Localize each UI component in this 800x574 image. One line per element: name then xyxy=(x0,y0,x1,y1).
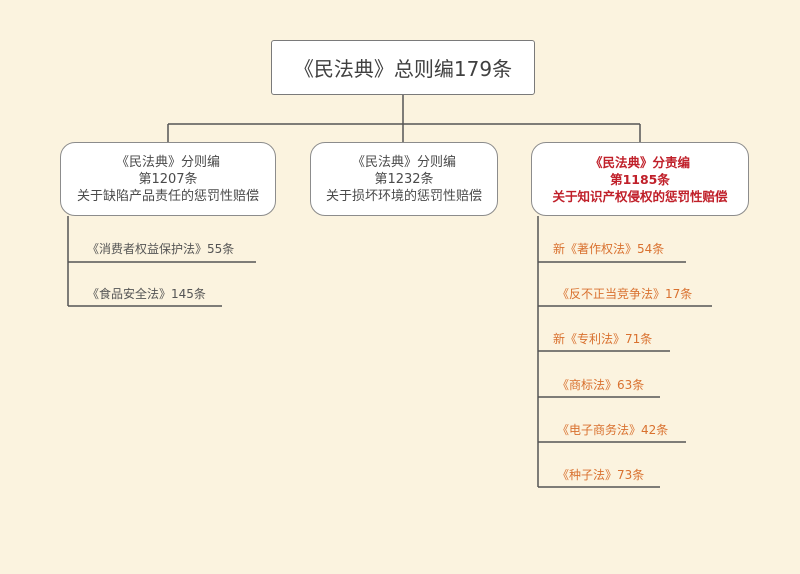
branch-node-product-liability: 《民法典》分则编 第1207条 关于缺陷产品责任的惩罚性赔偿 xyxy=(60,142,276,216)
leaf-e-commerce-law: 《电子商务法》42条 xyxy=(557,423,669,437)
branch-node-environment: 《民法典》分则编 第1232条 关于损坏环境的惩罚性赔偿 xyxy=(310,142,498,216)
leaf-seed-law: 《种子法》73条 xyxy=(557,468,645,482)
root-node-label: 《民法典》总则编179条 xyxy=(293,57,513,81)
branch-node-ip-infringement: 《民法典》分责编 第1185条 关于知识产权侵权的惩罚性赔偿 xyxy=(531,142,749,216)
leaf-food-safety-law: 《食品安全法》145条 xyxy=(87,287,206,301)
leaf-trademark-law: 《商标法》63条 xyxy=(557,378,645,392)
branch-line-1: 《民法典》分责编 xyxy=(589,154,690,170)
branch-line-1: 《民法典》分则编 xyxy=(115,154,220,170)
root-node: 《民法典》总则编179条 xyxy=(271,40,535,95)
leaf-anti-unfair-competition-law: 《反不正当竞争法》17条 xyxy=(557,287,693,301)
leaf-consumer-protection-law: 《消费者权益保护法》55条 xyxy=(87,242,235,256)
branch-line-1: 《民法典》分则编 xyxy=(351,154,456,170)
branch-line-2: 第1185条 xyxy=(610,171,670,187)
leaf-copyright-law: 新《著作权法》54条 xyxy=(553,242,665,256)
branch-line-2: 第1232条 xyxy=(374,171,434,187)
branch-line-3: 关于缺陷产品责任的惩罚性赔偿 xyxy=(76,188,259,204)
leaf-patent-law: 新《专利法》71条 xyxy=(553,332,653,346)
branch-line-3: 关于知识产权侵权的惩罚性赔偿 xyxy=(552,188,728,204)
branch-line-3: 关于损坏环境的惩罚性赔偿 xyxy=(325,188,482,204)
branch-line-2: 第1207条 xyxy=(138,171,198,187)
